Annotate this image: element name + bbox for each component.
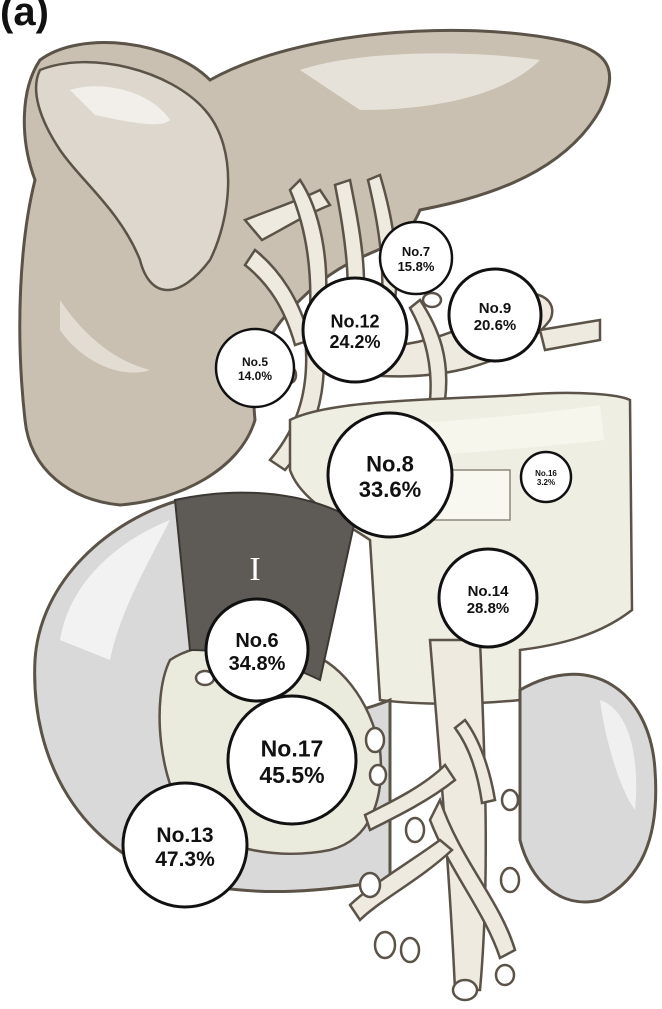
lymph-node-no7: No.715.8% [380,222,452,294]
lymph-node-rate: 33.6% [359,477,421,502]
lymph-node-rate: 14.0% [238,369,272,383]
lymph-node-station: No.8 [366,452,414,477]
lymph-node-rate: 34.8% [229,653,286,675]
lymph-node-rate: 20.6% [474,317,517,334]
panel-label: (a) [0,0,49,35]
lymph-node-rate: 24.2% [329,332,380,352]
lymph-node-rate: 45.5% [259,762,324,788]
lymph-node-rate: 28.8% [467,600,510,617]
lymph-node-station: No.5 [242,355,268,369]
lymph-node-no5: No.514.0% [216,329,294,407]
lymph-node-rate: 47.3% [155,848,215,871]
lymph-node-no16: No.163.2% [521,452,571,502]
lymph-node-station: No.17 [261,736,324,762]
lymph-node-station: No.6 [235,630,278,652]
lymph-node-no8: No.833.6% [328,413,452,537]
lymph-node-station: No.13 [156,824,213,847]
region-I-label: I [249,551,260,588]
lymph-node-no9: No.920.6% [449,269,541,361]
lymph-node-station: No.7 [402,244,430,259]
lymph-node-station: No.9 [479,300,512,317]
lymph-node-rate: 15.8% [398,259,435,274]
lymph-node-rate: 3.2% [537,478,555,487]
lymph-node-station: No.12 [330,311,379,331]
lymph-node-station: No.14 [468,583,510,600]
lymph-node-no6: No.634.8% [206,599,308,701]
lymph-node-station: No.16 [535,469,557,478]
